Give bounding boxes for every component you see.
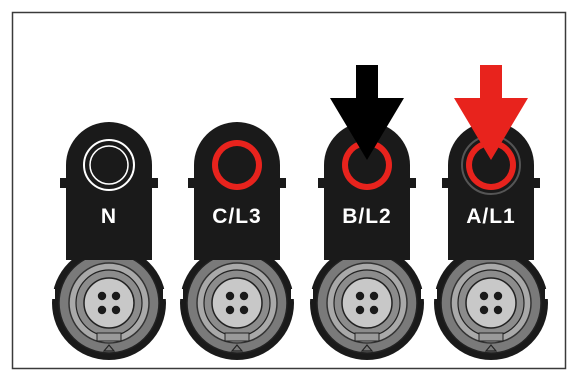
plug-pin-2	[369, 291, 379, 301]
plug-pin-1	[479, 291, 489, 301]
plug-pin-4	[111, 305, 121, 315]
connector-label: N	[101, 205, 117, 228]
connector-4: A/L1	[431, 65, 551, 360]
socket-hole	[218, 146, 256, 184]
plug-key-marker	[484, 344, 498, 352]
connector-label: C/L3	[212, 205, 262, 228]
plug-key-tab	[478, 332, 504, 342]
plug-pin-2	[111, 291, 121, 301]
socket-hole	[472, 146, 510, 184]
plug-notch-left	[49, 289, 55, 299]
socket-ledge-right	[534, 178, 540, 188]
plug-notch-left	[307, 289, 313, 299]
socket-ledge-right	[152, 178, 158, 188]
plug-pin-3	[479, 305, 489, 315]
plug-pin-1	[97, 291, 107, 301]
connectors-layer: N C/L3 B/L2 A/L1	[49, 65, 551, 360]
connector-1: N	[49, 122, 169, 360]
socket-ledge-left	[188, 178, 194, 188]
plug-notch-left	[177, 289, 183, 299]
connector-2: C/L3	[177, 122, 297, 360]
plug-pin-3	[97, 305, 107, 315]
plug-pin-4	[239, 305, 249, 315]
plug-pin-4	[369, 305, 379, 315]
socket-ledge-left	[318, 178, 324, 188]
plug-key-marker	[102, 344, 116, 352]
plug-notch-right	[421, 289, 427, 299]
arrow-indicator	[454, 65, 528, 160]
socket-ledge-right	[410, 178, 416, 188]
plug-face	[465, 277, 517, 329]
plug-pin-4	[493, 305, 503, 315]
plug-pin-3	[225, 305, 235, 315]
plug-pin-2	[493, 291, 503, 301]
socket-hole-outline	[89, 145, 129, 185]
connector-3: B/L2	[307, 65, 427, 360]
plug-pin-1	[225, 291, 235, 301]
socket-ledge-left	[442, 178, 448, 188]
plug-pin-3	[355, 305, 365, 315]
plug-key-tab	[224, 332, 250, 342]
plug-notch-right	[163, 289, 169, 299]
socket-ledge-left	[60, 178, 66, 188]
plug-notch-left	[431, 289, 437, 299]
plug-key-marker	[230, 344, 244, 352]
socket-ledge-right	[280, 178, 286, 188]
plug-face	[83, 277, 135, 329]
plug-pin-1	[355, 291, 365, 301]
plug-pin-2	[239, 291, 249, 301]
connector-label: B/L2	[342, 205, 392, 228]
plug-key-marker	[360, 344, 374, 352]
plug-notch-right	[545, 289, 551, 299]
plug-face	[341, 277, 393, 329]
plug-key-tab	[96, 332, 122, 342]
connector-label: A/L1	[466, 205, 516, 228]
plug-notch-right	[291, 289, 297, 299]
socket-hole	[348, 146, 386, 184]
plug-key-tab	[354, 332, 380, 342]
arrow-indicator	[330, 65, 404, 160]
plug-face	[211, 277, 263, 329]
